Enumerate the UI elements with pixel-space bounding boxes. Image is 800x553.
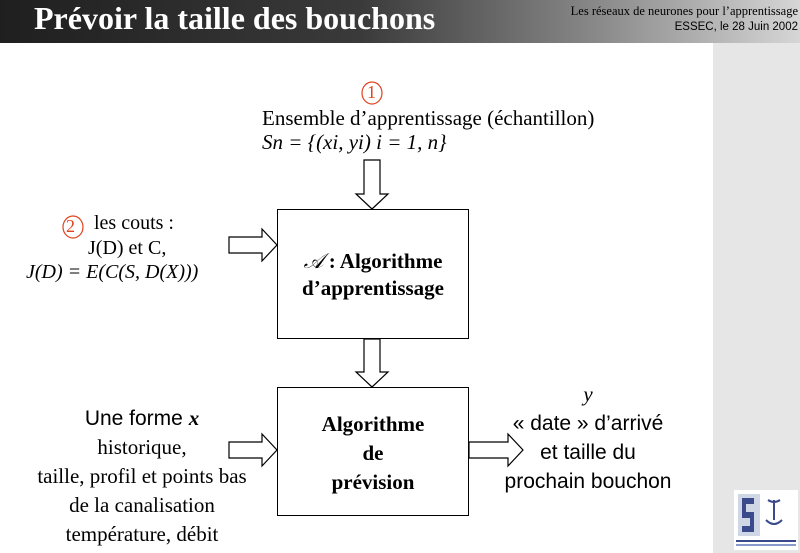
outputs-line2: et taille du — [540, 441, 636, 464]
course-name: Les réseaux de neurones pour l’apprentis… — [570, 4, 798, 18]
marker-2-circle — [62, 215, 84, 239]
learning-algorithm-box: 𝒜 : Algorithme d’apprentissage — [277, 209, 469, 339]
costs-criteria: J(D) et C, — [88, 237, 167, 259]
inputs-line1: Une forme x — [0, 404, 284, 433]
training-set-formula: Sn = {(xi, yi) i = 1, n} — [262, 130, 447, 154]
logo — [734, 490, 798, 550]
outputs-line1: « date » d’arrivé — [512, 412, 664, 435]
arrow-prediction-to-outputs — [468, 432, 524, 468]
costs-formula: J(D) = E(C(S, D(X))) — [26, 261, 199, 283]
inputs-form-label: Une forme — [84, 407, 189, 430]
logo-graphic — [736, 494, 796, 546]
arrow-inputs-to-prediction — [228, 432, 278, 468]
inputs-line3: taille, profil et points bas — [37, 464, 247, 488]
learning-box-line2: d’apprentissage — [302, 276, 444, 300]
prediction-box-line2: de — [362, 441, 384, 465]
arrow-costs-to-learning — [228, 227, 278, 263]
arrow-learning-to-prediction — [354, 338, 390, 388]
event-date: ESSEC, le 28 Juin 2002 — [674, 21, 798, 33]
prediction-box-line3: prévision — [331, 470, 415, 494]
marker-1-label: 1 — [367, 82, 376, 102]
algorithm-symbol: 𝒜 — [303, 249, 324, 273]
inputs-line4: de la canalisation — [69, 493, 215, 517]
inputs-line2: historique, — [97, 435, 187, 459]
arrow-training-to-learning — [354, 159, 390, 210]
outputs-variable: y — [583, 382, 593, 406]
right-sidebar — [713, 43, 800, 553]
slide-title: Prévoir la taille des bouchons — [34, 0, 436, 36]
marker-2-label: 2 — [66, 216, 75, 236]
prediction-algorithm-box: Algorithme de prévision — [277, 387, 469, 516]
outputs-block: y « date » d’arrivé et taille du prochai… — [480, 380, 696, 496]
outputs-line3: prochain bouchon — [504, 470, 672, 493]
inputs-variable: x — [188, 406, 200, 430]
slide-header: Prévoir la taille des bouchons Les résea… — [0, 0, 800, 43]
learning-box-line1: 𝒜 : Algorithme — [278, 248, 468, 275]
marker-1-circle — [361, 81, 383, 105]
costs-title: les couts : — [94, 212, 174, 234]
inputs-line5: température, débit — [65, 522, 219, 546]
learning-box-title: : Algorithme — [323, 249, 443, 273]
training-set-label: Ensemble d’apprentissage (échantillon) — [262, 106, 595, 130]
header-info: Les réseaux de neurones pour l’apprentis… — [571, 3, 798, 35]
prediction-box-line1: Algorithme — [321, 412, 425, 436]
inputs-block: Une forme x historique, taille, profil e… — [0, 404, 284, 549]
